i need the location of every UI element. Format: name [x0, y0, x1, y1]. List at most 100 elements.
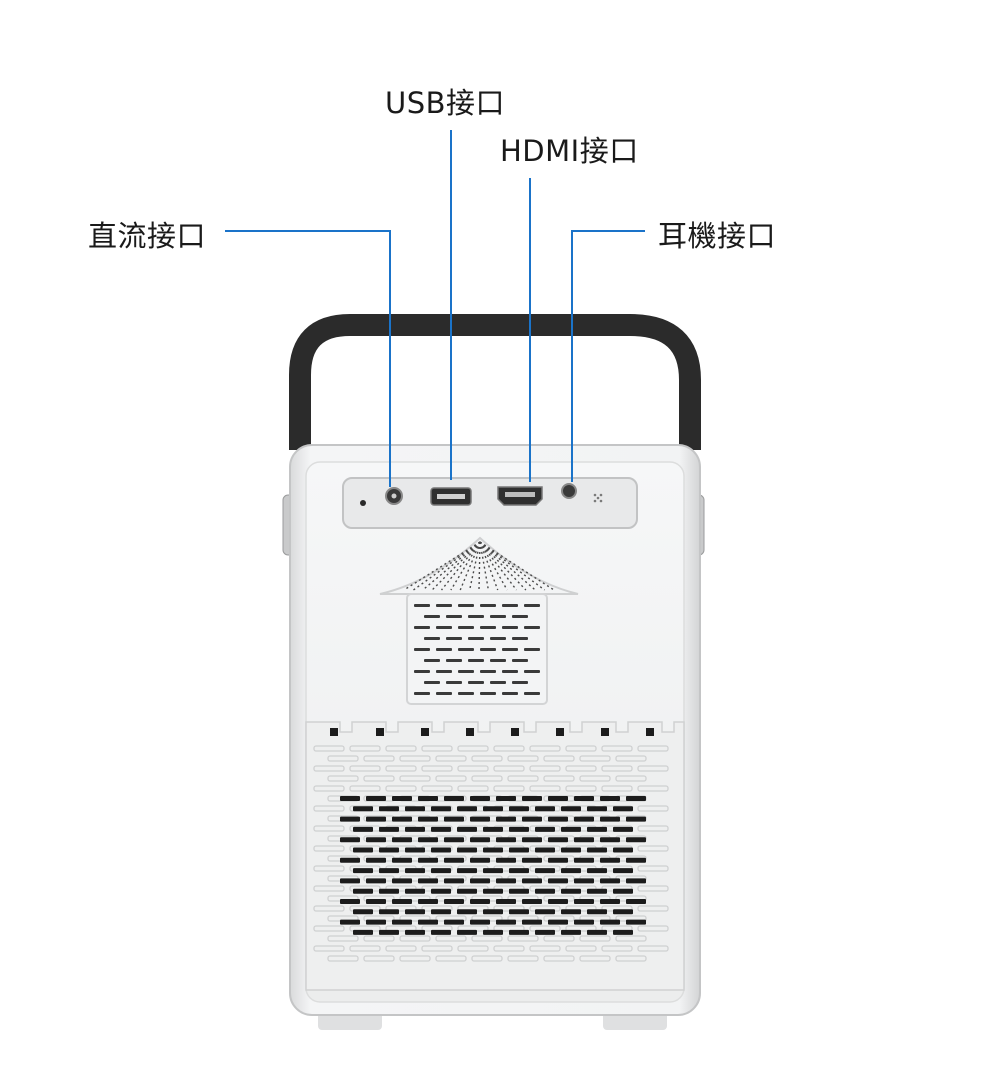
tower-slot: [436, 604, 452, 607]
grille-slot: [392, 857, 412, 863]
tower-slot: [480, 670, 496, 673]
grille-slot: [405, 847, 425, 853]
roof-ray: [450, 541, 481, 591]
tower-slot: [524, 648, 540, 651]
tower-slot: [512, 615, 528, 618]
grille-outline-slot: [349, 785, 381, 792]
tower-slot: [502, 626, 518, 629]
grille-slot: [418, 878, 438, 884]
grille-slot: [561, 806, 581, 812]
tower-slot: [490, 637, 506, 640]
grille-slot: [496, 837, 516, 843]
grille-slot: [470, 899, 490, 904]
grille-slot: [392, 919, 412, 925]
grille-slot: [457, 826, 477, 832]
grille-outline-slot: [579, 755, 611, 762]
grille-slot: [535, 909, 555, 915]
grille-slot: [548, 878, 568, 884]
grille-outline-slot: [313, 925, 345, 932]
grille-slot: [587, 847, 607, 853]
grille-slot: [405, 929, 425, 935]
grille-slot: [379, 888, 399, 894]
grille-outline-slot: [565, 945, 597, 952]
battlement-square: [646, 728, 654, 736]
grille-slot: [405, 888, 425, 894]
grille-slot: [444, 919, 464, 925]
grille-outline-slot: [471, 755, 503, 762]
grille-outline-slot: [637, 885, 669, 892]
grille-outline-slot: [615, 935, 647, 942]
grille-slot: [600, 919, 620, 925]
tower-slot: [502, 670, 518, 673]
grille-outline-slot: [637, 945, 669, 952]
grille-outline-slot: [363, 935, 395, 942]
grille-slot: [418, 919, 438, 925]
grille-outline-slot: [313, 745, 345, 752]
roof-ray: [479, 541, 527, 591]
roof-ray: [440, 541, 481, 591]
grille-outline-slot: [399, 915, 431, 922]
battlement-square: [601, 728, 609, 736]
grille-slot: [457, 847, 477, 853]
grille-outline-slot: [435, 935, 467, 942]
tower-slot: [468, 659, 484, 662]
tower-slot: [502, 604, 518, 607]
grille-slot: [470, 837, 490, 843]
grille-outline-slot: [615, 775, 647, 782]
battlement-square: [511, 728, 519, 736]
grille-slot: [626, 878, 646, 884]
tower-slot: [512, 681, 528, 684]
grille-slot: [366, 919, 386, 925]
tower-slot: [424, 681, 440, 684]
grille-outline-slot: [565, 785, 597, 792]
grille-slot: [522, 878, 542, 884]
grille-outline-slot: [579, 775, 611, 782]
grille-slot: [509, 826, 529, 832]
grille-slot: [574, 837, 594, 843]
grille-slot: [496, 899, 516, 904]
grille-outline-slot: [349, 745, 381, 752]
grille-slot: [496, 816, 516, 822]
grille-slot: [600, 857, 620, 863]
grille-slot: [561, 868, 581, 874]
grille-slot: [522, 899, 542, 904]
tower-slot: [490, 659, 506, 662]
grille-slot: [470, 919, 490, 925]
grille-outline-slot: [601, 745, 633, 752]
tower-slot: [490, 615, 506, 618]
grille-slot: [509, 806, 529, 812]
grille-outline-slot: [615, 955, 647, 962]
grille-slot: [392, 816, 412, 822]
tower-slot: [446, 659, 462, 662]
grille-slot: [574, 899, 594, 904]
grille-slot: [574, 878, 594, 884]
grille-slot: [379, 868, 399, 874]
grille-outline-slot: [399, 775, 431, 782]
grille-slot: [509, 929, 529, 935]
grille-slot: [353, 868, 373, 874]
leader-line-headphone: [571, 230, 645, 482]
grille-outline-slot: [457, 785, 489, 792]
grille-slot: [496, 878, 516, 884]
grille-slot: [548, 796, 568, 801]
tower-slot: [480, 604, 496, 607]
grille-slot: [483, 868, 503, 874]
grille-outline-slot: [421, 765, 453, 772]
grille-slot: [548, 837, 568, 843]
tower-slot: [524, 692, 540, 695]
grille-slot: [483, 929, 503, 935]
tower-slot: [446, 681, 462, 684]
grille-slot: [574, 857, 594, 863]
grille-slot: [353, 929, 373, 935]
dc-port-label: 直流接口: [88, 219, 207, 253]
grille-outline-slot: [313, 825, 345, 832]
grille-slot: [457, 868, 477, 874]
grille-slot: [353, 826, 373, 832]
grille-outline-slot: [435, 775, 467, 782]
grille-slot: [379, 929, 399, 935]
grille-outline-slot: [637, 865, 669, 872]
grille-outline-slot: [435, 955, 467, 962]
grille-slot: [535, 868, 555, 874]
grille-slot: [418, 857, 438, 863]
tower-slot: [480, 648, 496, 651]
